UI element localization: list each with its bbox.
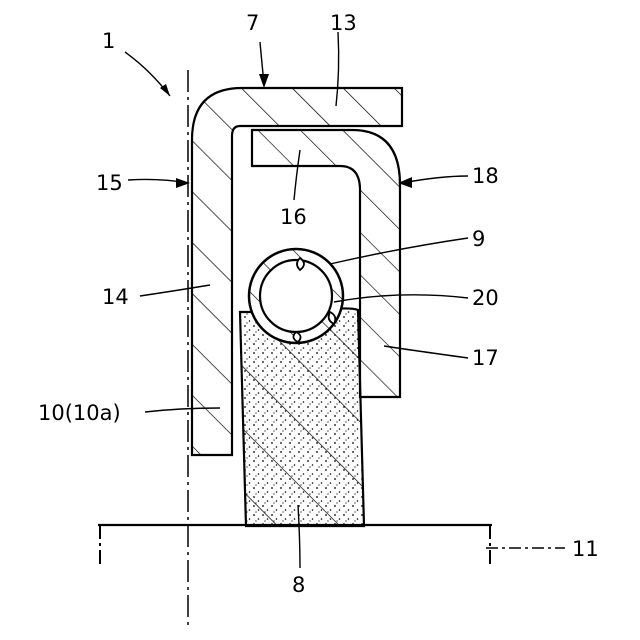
label-14: 14: [102, 285, 129, 309]
label-20: 20: [472, 286, 499, 310]
label-17: 17: [472, 346, 499, 370]
label-16: 16: [280, 205, 307, 229]
label-7: 7: [246, 11, 259, 35]
label-9: 9: [472, 227, 485, 251]
label-8: 8: [292, 573, 305, 597]
label-13: 13: [330, 11, 357, 35]
label-11: 11: [572, 537, 599, 561]
label-1: 1: [102, 29, 115, 53]
label-10-10a: 10(10a): [38, 401, 121, 425]
shaft: [98, 525, 492, 568]
label-15: 15: [96, 171, 123, 195]
ring: [249, 249, 343, 343]
label-18: 18: [472, 164, 499, 188]
